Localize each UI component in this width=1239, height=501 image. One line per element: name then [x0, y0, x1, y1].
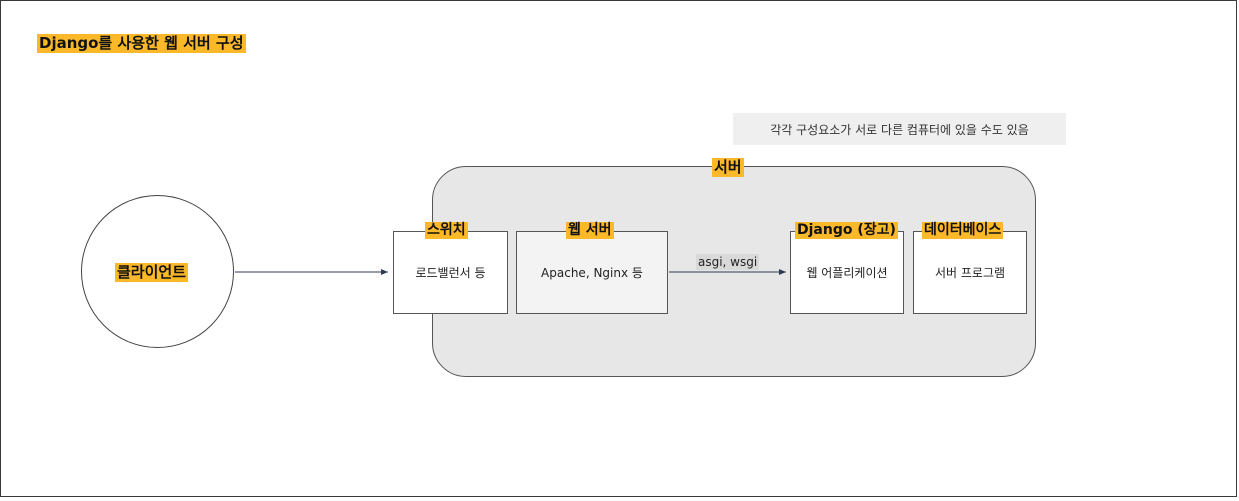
- database-node: 서버 프로그램: [913, 231, 1027, 314]
- server-label: 서버: [712, 158, 744, 177]
- django-content: 웹 어플리케이션: [806, 266, 888, 280]
- django-title: Django (장고): [795, 222, 898, 240]
- switch-title-text: 스위치: [425, 222, 468, 240]
- diagram-title-text: Django를 사용한 웹 서버 구성: [37, 34, 246, 53]
- web-server-title: 웹 서버: [566, 222, 614, 240]
- web-server-node: Apache, Nginx 등: [516, 231, 668, 314]
- note-box: 각각 구성요소가 서로 다른 컴퓨터에 있을 수도 있음: [733, 113, 1066, 145]
- database-content: 서버 프로그램: [934, 266, 1006, 280]
- connector-label-text: asgi, wsgi: [696, 254, 760, 270]
- client-label: 클라이언트: [115, 263, 189, 282]
- switch-title: 스위치: [425, 222, 468, 240]
- client-label-text: 클라이언트: [115, 263, 189, 282]
- diagram-title: Django를 사용한 웹 서버 구성: [37, 34, 246, 53]
- switch-node: 로드밸런서 등: [393, 231, 508, 314]
- django-title-text: Django (장고): [795, 222, 898, 240]
- web-server-content: Apache, Nginx 등: [541, 266, 643, 280]
- django-node: 웹 어플리케이션: [790, 231, 904, 314]
- database-title: 데이터베이스: [922, 222, 1004, 240]
- connector-label: asgi, wsgi: [696, 254, 760, 270]
- database-title-text: 데이터베이스: [922, 222, 1004, 240]
- note-text: 각각 구성요소가 서로 다른 컴퓨터에 있을 수도 있음: [770, 122, 1029, 137]
- server-label-text: 서버: [712, 158, 744, 177]
- web-server-title-text: 웹 서버: [566, 222, 614, 240]
- switch-content: 로드밸런서 등: [415, 266, 486, 280]
